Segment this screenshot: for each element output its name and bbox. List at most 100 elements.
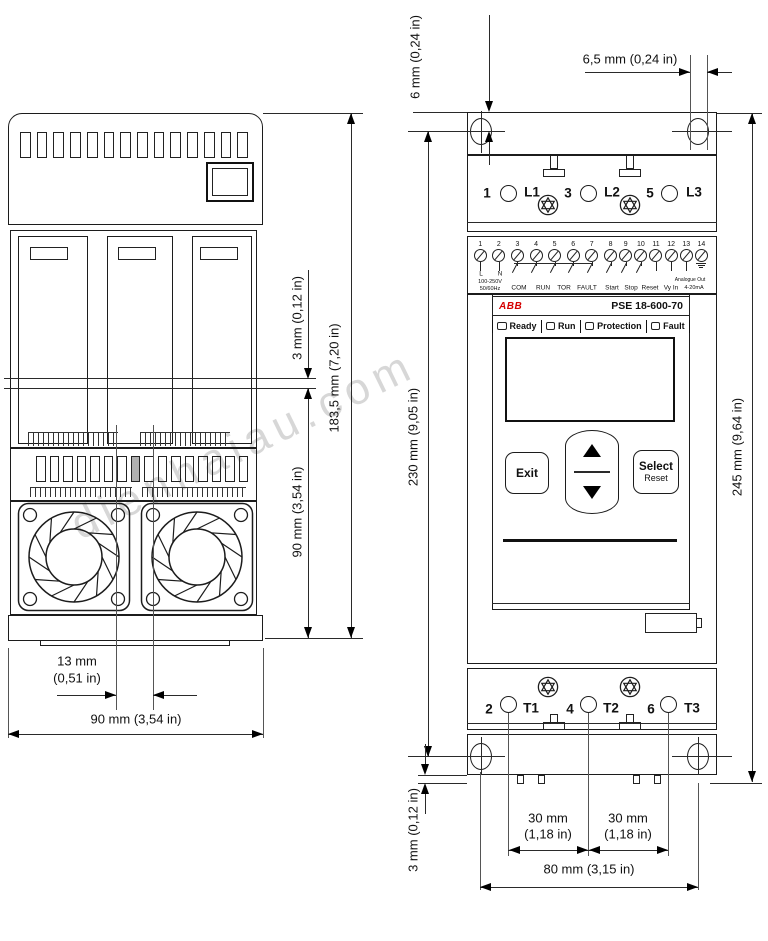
- terminal-label: 6: [647, 701, 655, 717]
- navigation-button[interactable]: [565, 430, 619, 514]
- arrow-right-icon: [252, 730, 263, 738]
- label-recess: [645, 613, 697, 633]
- vent-slot: [117, 456, 127, 482]
- led-icon: [651, 322, 661, 330]
- terminal-hole-icon: [580, 696, 597, 713]
- dim-label-3mm: 3 mm (0,12 in): [289, 276, 305, 360]
- terminal-label: L1: [524, 184, 540, 200]
- vent-slot: [20, 132, 31, 158]
- vent-slot: [90, 456, 100, 482]
- dim-line-6mm: [489, 15, 490, 101]
- dim-label-6mm: 6 mm (0,24 in): [407, 15, 423, 99]
- vent-slot: [86, 132, 98, 158]
- dim-line-90h: [8, 734, 263, 735]
- label-recess-tab: [697, 618, 702, 628]
- dim-label-245: 245 mm (9,64 in): [729, 397, 745, 497]
- vent-slot: [220, 132, 232, 158]
- terminal-label: 5: [646, 185, 654, 201]
- arrow-up-icon: [304, 388, 312, 399]
- dim-line-3mm: [308, 270, 309, 368]
- hole-centerline: [672, 131, 732, 132]
- nameplate-bar: ABB PSE 18-600-70: [492, 296, 690, 316]
- vent-slot: [225, 456, 235, 482]
- dim-label-3mm-bottom: 3 mm (0,12 in): [405, 788, 421, 872]
- connector-tab: [550, 156, 558, 169]
- hole-centerline: [408, 131, 505, 132]
- control-terminal: 12: [664, 240, 679, 275]
- vent-slot: [36, 456, 46, 482]
- front-panel: [492, 294, 690, 610]
- bottom-mounting-plate: [467, 734, 717, 775]
- block-inner-line: [467, 723, 717, 724]
- terminal-label: T1: [523, 700, 539, 716]
- arrow-up-icon: [421, 783, 429, 794]
- connector-tab: [619, 169, 641, 177]
- hole-centerline: [698, 737, 699, 775]
- control-terminal-strip: [467, 236, 717, 294]
- control-label-n: N: [497, 270, 503, 278]
- exit-button[interactable]: Exit: [505, 452, 549, 494]
- screw-terminal-icon: [664, 249, 678, 262]
- vent-slot: [153, 132, 165, 158]
- arrow-down-icon: [347, 627, 355, 638]
- control-terminal: 1: [471, 240, 490, 275]
- control-label-vy-in: Vy In: [663, 284, 679, 292]
- control-label-run: RUN: [535, 284, 551, 292]
- dim-line-30a: [508, 850, 588, 851]
- vent-slot: [103, 132, 115, 158]
- vent-slot: [76, 456, 86, 482]
- extension-line: [263, 113, 363, 114]
- led-icon: [497, 322, 507, 330]
- vent-slot: [70, 132, 81, 158]
- control-terminal: 2: [490, 240, 509, 275]
- separator: [540, 319, 542, 333]
- model-label: PSE 18-600-70: [611, 300, 683, 312]
- extension-line: [480, 772, 481, 890]
- vent-slot: [137, 132, 148, 158]
- screw-terminal-icon: [548, 249, 562, 262]
- vent-slot: [49, 456, 59, 482]
- arrow-up-icon: [748, 113, 756, 124]
- extension-line: [418, 783, 467, 784]
- screw-terminal-icon: [694, 249, 708, 262]
- terminal-label: 4: [566, 701, 574, 717]
- screw-terminal-icon: [679, 249, 693, 262]
- connector-tab: [550, 714, 558, 724]
- reset-button-label: Reset: [644, 473, 668, 483]
- arrow-down-icon: [304, 627, 312, 638]
- fan-section: [10, 500, 257, 615]
- vent-slot: [211, 456, 221, 482]
- dim-label-65mm: 6,5 mm (0,24 in): [582, 51, 678, 67]
- arrow-up-icon[interactable]: [583, 444, 601, 457]
- control-terminal: 6: [564, 240, 583, 275]
- base-plate: [8, 615, 263, 641]
- arrow-down-icon[interactable]: [583, 486, 601, 499]
- arrow-left-icon: [8, 730, 19, 738]
- control-label-reset: Reset: [641, 284, 659, 292]
- led-icon: [545, 322, 556, 330]
- vent-slot: [63, 456, 73, 482]
- extension-line: [508, 713, 509, 856]
- screw-terminal-icon: [634, 249, 648, 262]
- select-reset-button[interactable]: Select Reset: [633, 450, 679, 494]
- terminal-hole-icon: [500, 185, 517, 202]
- extension-line: [116, 425, 117, 710]
- torx-screw-icon: [537, 676, 559, 698]
- led-label-run: Run: [558, 321, 576, 331]
- vent-slot: [130, 456, 140, 482]
- vent-slot: [237, 132, 249, 158]
- led-status-row: Ready Run Protection Fault: [492, 318, 691, 334]
- panel-edge-line: [503, 539, 677, 542]
- connector-tab: [626, 714, 634, 724]
- led-icon: [584, 322, 595, 330]
- cooling-fan-icon: [17, 502, 131, 612]
- din-pin: [633, 775, 640, 784]
- dim-label-30a: 30 mm: [528, 810, 568, 826]
- extension-line: [153, 425, 154, 710]
- dim-line-90v: [308, 388, 309, 638]
- extension-line: [707, 55, 708, 150]
- control-label-com: COM: [511, 284, 527, 292]
- control-terminal: 3: [508, 240, 527, 275]
- arrow-left-icon: [589, 846, 600, 854]
- arrow-down-icon: [748, 771, 756, 782]
